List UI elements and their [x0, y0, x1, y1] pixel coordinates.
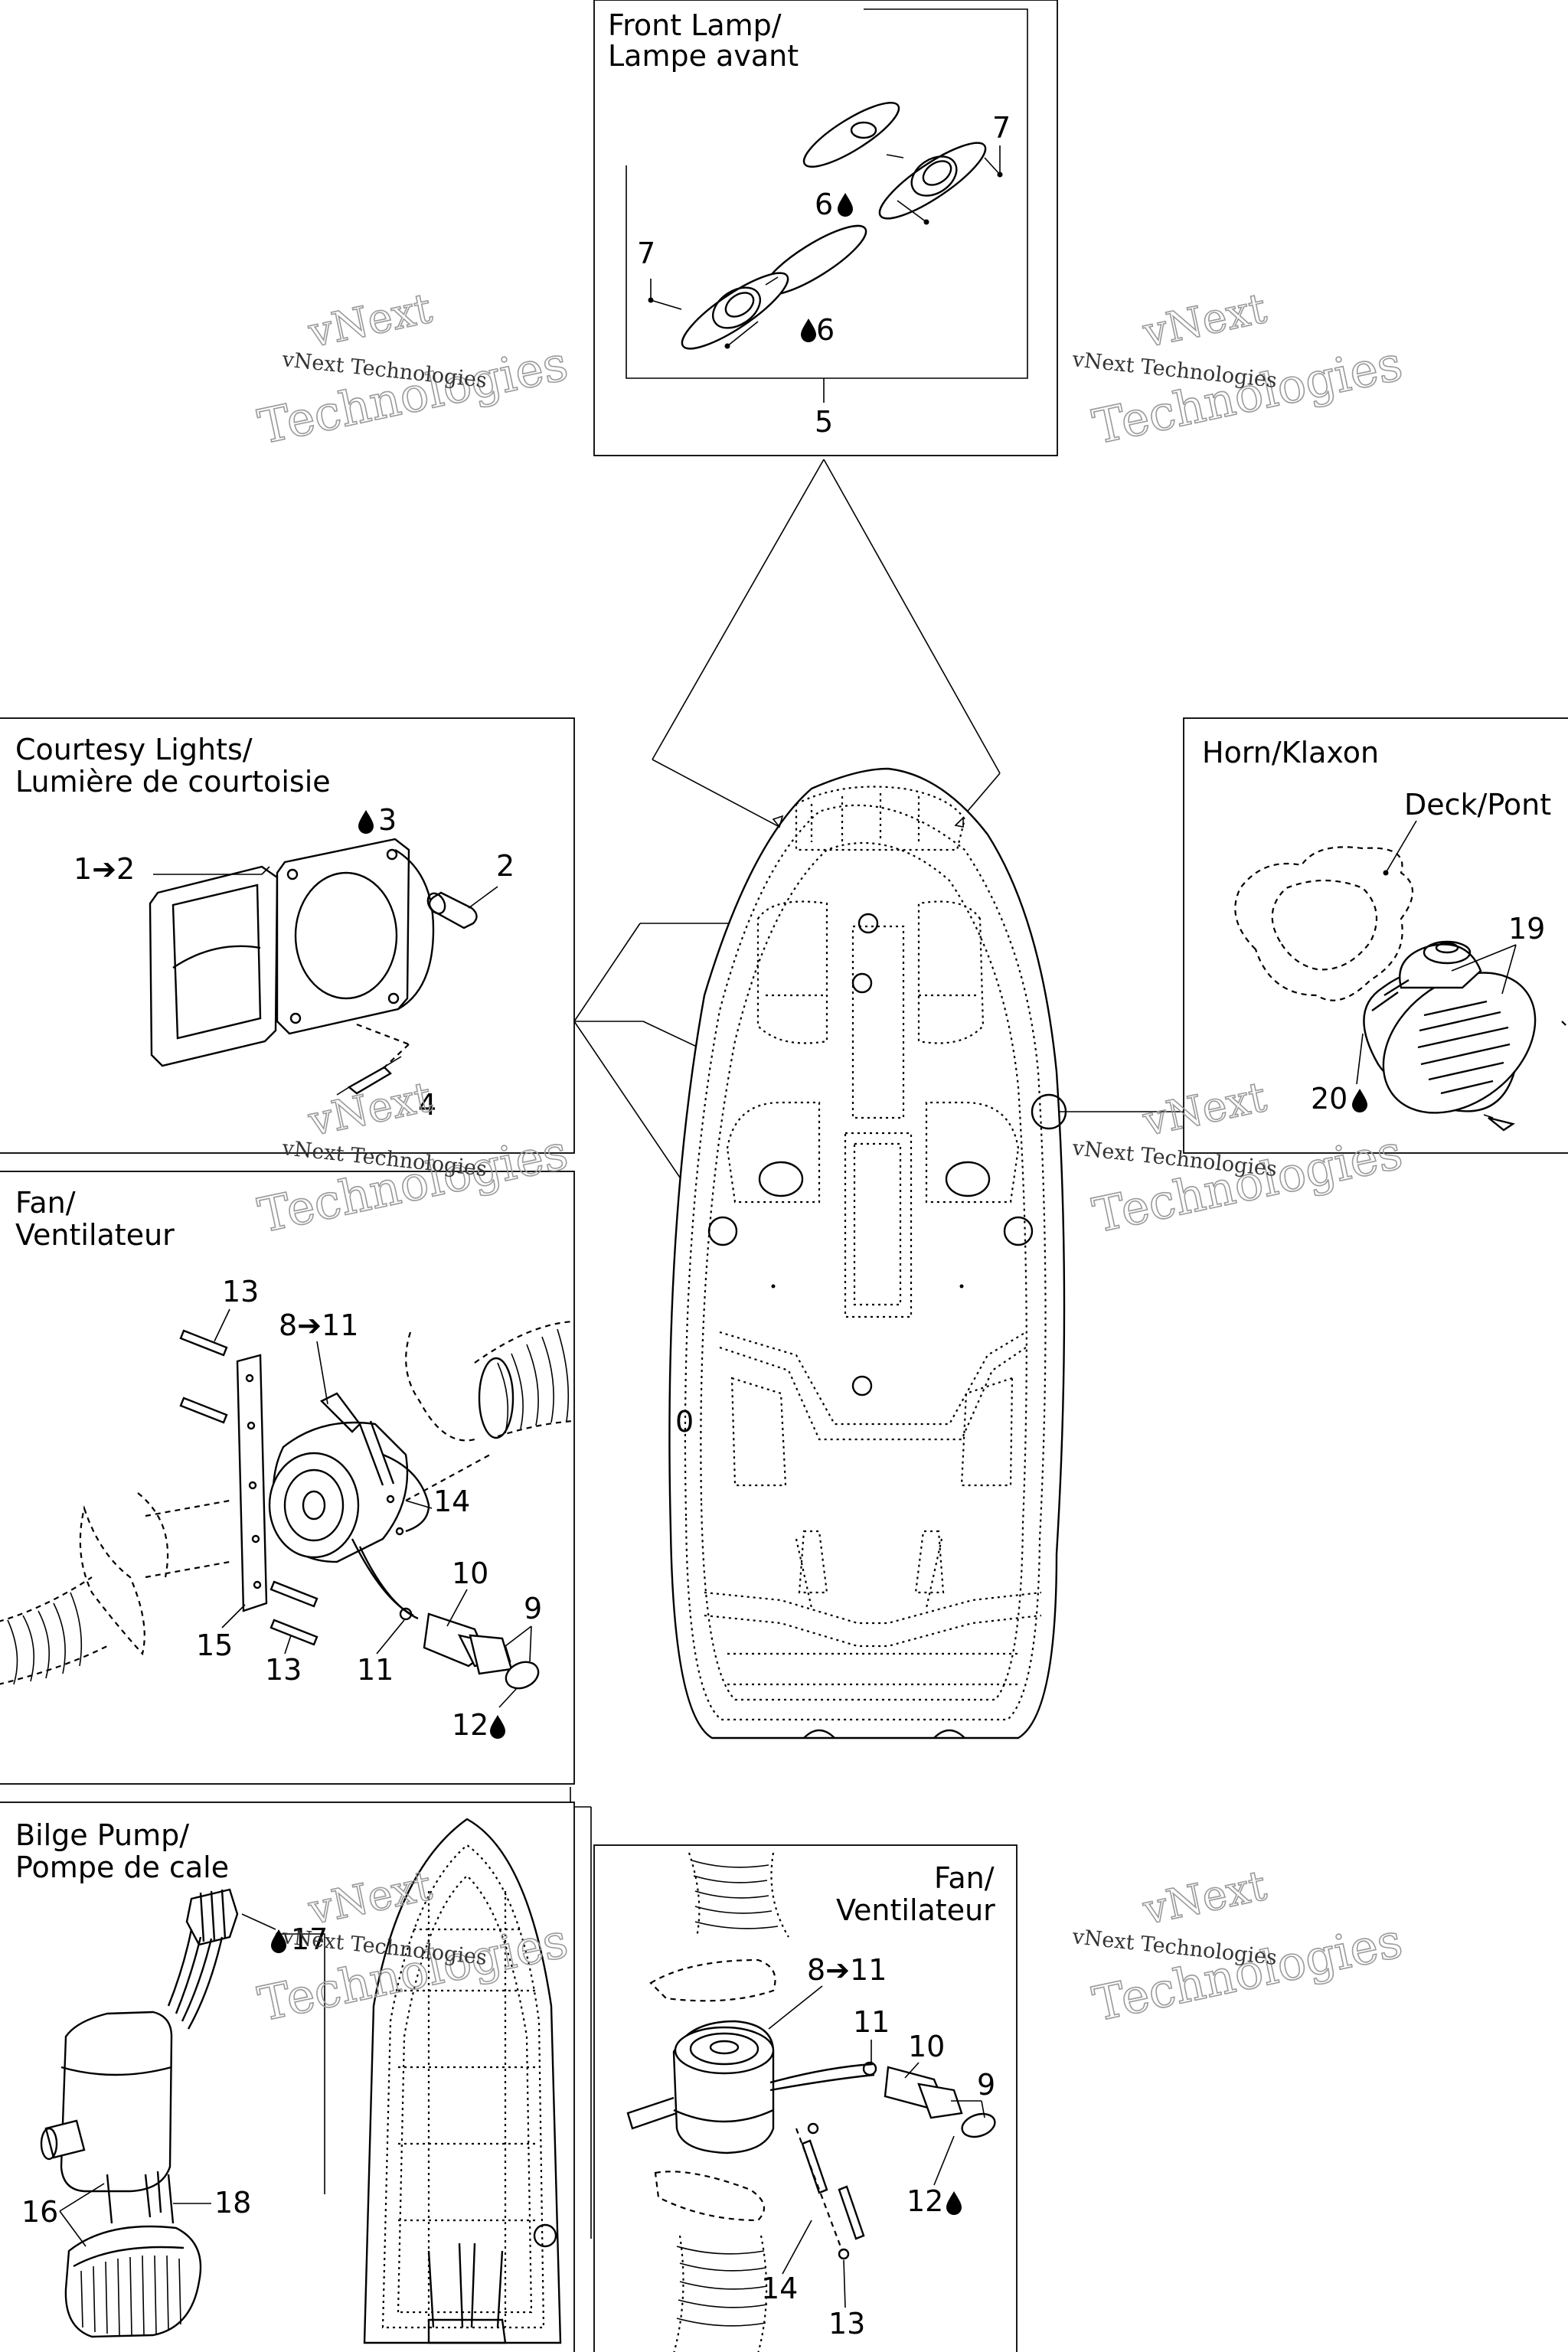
fan-right-subtitle: Ventilateur [836, 1893, 995, 1927]
callout-18: 18 [214, 2186, 251, 2220]
callout-8-to-11: 8➔11 [279, 1308, 358, 1342]
callout-9: 9 [524, 1592, 542, 1625]
callout-19: 19 [1508, 912, 1545, 946]
callout-15: 15 [196, 1628, 233, 1662]
hull-label: 0 [675, 1405, 694, 1439]
watermark-line1: vNext [1138, 284, 1271, 358]
courtesy-lights-subtitle: Lumière de courtoisie [15, 765, 331, 799]
callout-20: 20 [1311, 1082, 1348, 1116]
callout-11: 11 [357, 1653, 394, 1687]
horn-panel: Horn/Klaxon Deck/Pont 19 20 [1183, 717, 1568, 1154]
front-lamp-title: Front Lamp/ [608, 8, 782, 42]
callout-13-bottom: 13 [265, 1653, 302, 1687]
callout-6-lower: 6 [816, 313, 835, 347]
callout-17: 17 [291, 1922, 328, 1956]
callout-2: 2 [496, 849, 514, 883]
callout-16: 16 [21, 2195, 58, 2229]
callout-7-upper: 7 [992, 111, 1011, 145]
watermark-line2: Technologies [1088, 335, 1407, 456]
callout-12-right: 12 [906, 2184, 943, 2218]
bilge-pump-title: Bilge Pump/ [15, 1818, 189, 1852]
callout-8-to-11-right: 8➔11 [807, 1953, 887, 1987]
watermark-line2: Technologies [1088, 1913, 1407, 2033]
horn-title: Horn/Klaxon [1202, 736, 1379, 769]
callout-4: 4 [418, 1088, 436, 1122]
front-lamp-panel: Front Lamp/ Lampe avant 7 6 7 6 5 [593, 0, 1058, 456]
courtesy-lights-title: Courtesy Lights/ [15, 733, 253, 766]
callout-6-upper: 6 [815, 188, 833, 221]
fan-right-title: Fan/ [934, 1861, 995, 1895]
callout-5: 5 [815, 405, 833, 439]
callout-11-right: 11 [853, 2005, 890, 2039]
callout-10-right: 10 [908, 2030, 945, 2063]
callout-10: 10 [452, 1557, 488, 1590]
horn-deck-label: Deck/Pont [1404, 788, 1551, 822]
watermark-line1: vNext [304, 284, 436, 358]
courtesy-lights-panel: Courtesy Lights/ Lumière de courtoisie 1… [0, 717, 575, 1154]
boat-hull-top-view: 0 [668, 767, 1067, 1740]
callout-9-right: 9 [977, 2068, 995, 2102]
callout-1-to-2: 1➔2 [74, 852, 135, 886]
callout-13-right: 13 [828, 2307, 865, 2341]
bilge-pump-panel: Bilge Pump/ Pompe de cale [0, 1802, 575, 2352]
bilge-pump-subtitle: Pompe de cale [15, 1851, 229, 1884]
watermark-line1: vNext [1138, 1861, 1271, 1935]
callout-12: 12 [452, 1708, 488, 1742]
fan-left-panel: Fan/ Ventilateur [0, 1171, 575, 1785]
callout-13-top: 13 [222, 1275, 259, 1308]
fan-left-title: Fan/ [15, 1186, 76, 1220]
fan-left-subtitle: Ventilateur [15, 1218, 175, 1252]
callout-7-lower: 7 [637, 237, 655, 270]
callout-14: 14 [433, 1485, 470, 1518]
fan-right-panel: Fan/ Ventilateur [593, 1844, 1018, 2352]
front-lamp-subtitle: Lampe avant [608, 39, 799, 73]
callout-14-right: 14 [761, 2272, 798, 2305]
callout-3: 3 [378, 803, 397, 837]
